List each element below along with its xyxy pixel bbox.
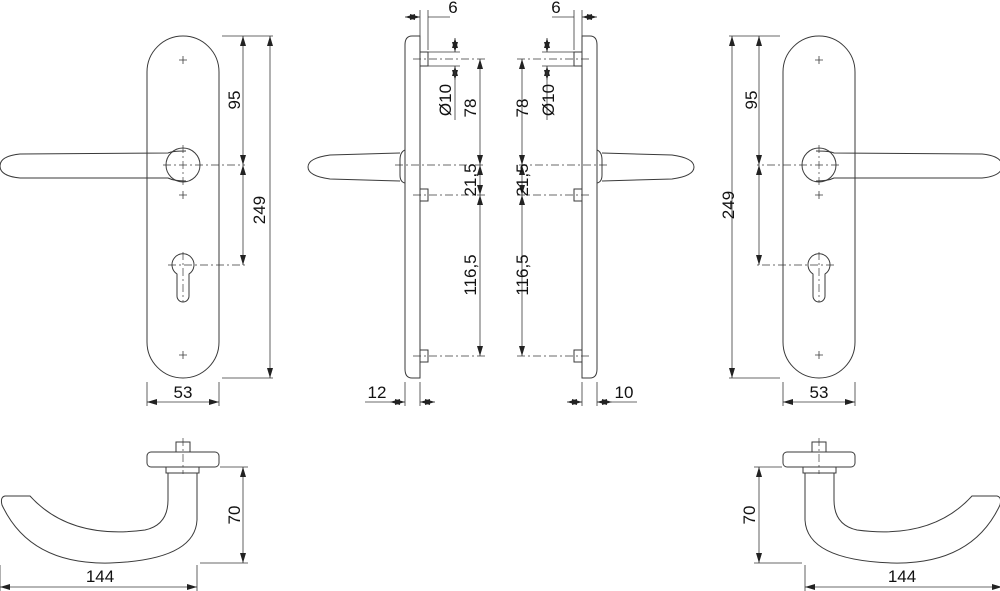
dim-diameter-left: Ø10 — [436, 84, 455, 116]
dim-6-right: 6 — [551, 0, 560, 17]
dim-53-right: 53 — [810, 383, 829, 402]
front-view-right — [729, 36, 1000, 406]
dim-78-left: 78 — [461, 99, 480, 118]
handle-profile-right — [754, 438, 1000, 591]
dim-53-left: 53 — [174, 383, 193, 402]
dim-21-5-right: 21,5 — [513, 163, 532, 196]
dim-249-left: 249 — [250, 196, 269, 224]
dim-21-5-left: 21,5 — [461, 163, 480, 196]
dim-249-right: 249 — [719, 191, 738, 219]
dim-6-left: 6 — [448, 0, 457, 17]
side-view-left — [308, 10, 485, 406]
dim-95-right: 95 — [742, 91, 761, 110]
dim-116-5-right: 116,5 — [513, 254, 532, 295]
dim-70-left: 70 — [225, 506, 244, 525]
dim-10: 10 — [615, 383, 634, 402]
dim-12: 12 — [368, 383, 387, 402]
side-view-right — [517, 10, 694, 406]
dim-144-left: 144 — [86, 567, 114, 586]
dim-diameter-right: Ø10 — [539, 84, 558, 116]
dim-116-5-left: 116,5 — [461, 254, 480, 295]
dim-70-right: 70 — [740, 506, 759, 525]
handle-profile-left — [0, 438, 248, 591]
dim-95-left: 95 — [225, 91, 244, 110]
dim-78-right: 78 — [513, 99, 532, 118]
dim-144-right: 144 — [888, 567, 916, 586]
